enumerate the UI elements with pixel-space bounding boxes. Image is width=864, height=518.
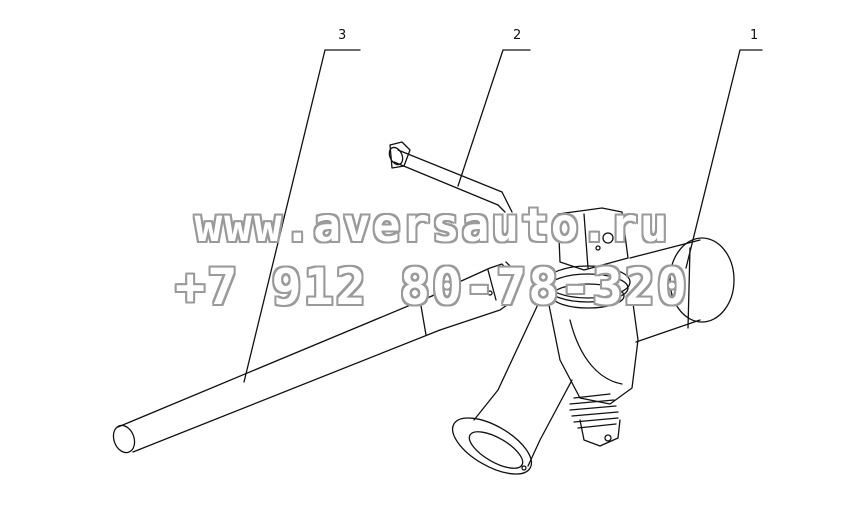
leader-line-3 [243, 49, 361, 383]
callout-2: 2 [513, 28, 522, 43]
leader-lines [243, 49, 763, 383]
callout-1: 1 [750, 28, 759, 43]
watermark-phone: +7 912 80-78-320 [175, 258, 689, 316]
part-2-lever [388, 141, 513, 213]
watermark-url: www.aversauto.ru [194, 198, 670, 252]
leader-line-1 [685, 49, 763, 269]
part-3-shaft [112, 261, 515, 454]
part-1-housing [451, 207, 735, 475]
callout-3: 3 [338, 28, 347, 43]
leader-line-2 [457, 49, 531, 187]
